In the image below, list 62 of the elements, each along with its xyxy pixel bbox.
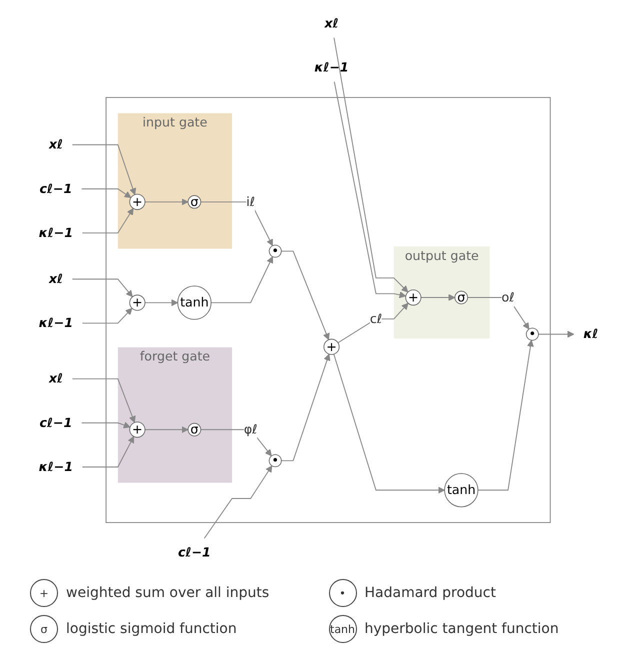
node-text: κℓ−1 [314,59,349,74]
edge-label: iℓ [246,194,255,209]
arrow [467,296,530,329]
arrow [144,298,178,306]
node-circle [454,290,468,304]
arrow [333,353,445,494]
node-circle [129,294,146,310]
arrow [82,208,134,233]
node-circle [526,327,539,340]
node-text: cℓ−1 [39,414,72,430]
arrow [280,353,330,461]
arrow [200,200,273,246]
arrow [334,80,406,298]
node-circle [405,289,422,306]
node-circle [129,193,146,210]
legend-symbol: • [328,579,356,607]
node-text: cℓ−1 [39,180,72,196]
node-text: κℓ−1 [38,224,73,240]
legend-symbol: + [30,579,58,607]
arrow [538,330,574,338]
edge-label: oℓ [502,289,514,304]
node-circle [268,244,282,258]
legend-text: Hadamard product [364,585,496,601]
cluster [394,246,490,338]
edge-label: cℓ [370,310,382,326]
legend-symbol: σ [30,615,58,643]
node-text: κℓ−1 [38,458,73,474]
cluster [118,112,232,248]
arrow [82,307,132,324]
arrow [81,421,130,428]
edge-label: φℓ [244,421,258,436]
arrow [200,428,272,456]
legend-text: logistic sigmoid function [66,621,237,637]
legend-text: hyperbolic tangent function [364,621,559,637]
node-circle [268,454,282,467]
legend-symbol: tanh [328,615,356,643]
arrow [144,198,188,205]
node-text: cℓ−1 [178,544,211,560]
node-circle [177,285,212,320]
arrow [144,426,188,433]
arrow [210,256,274,303]
node-circle [324,338,340,354]
arrow [72,378,136,422]
arrow [72,144,136,194]
arrow [82,436,134,467]
arrow [420,294,456,300]
node-text: κℓ−1 [38,314,73,330]
node-circle [188,194,202,208]
node-circle [129,421,146,438]
arrow [334,36,408,292]
arrow [72,278,133,297]
cluster [106,96,551,522]
node-circle [444,472,478,507]
cluster [118,346,232,482]
arrow [338,302,408,343]
legend-text: weighted sum over all inputs [66,585,270,601]
node-text: κℓ [583,326,598,341]
arrow [477,339,534,490]
arrow [204,464,272,538]
node-circle [188,422,202,436]
arrow [81,188,132,198]
arrow [280,250,330,340]
